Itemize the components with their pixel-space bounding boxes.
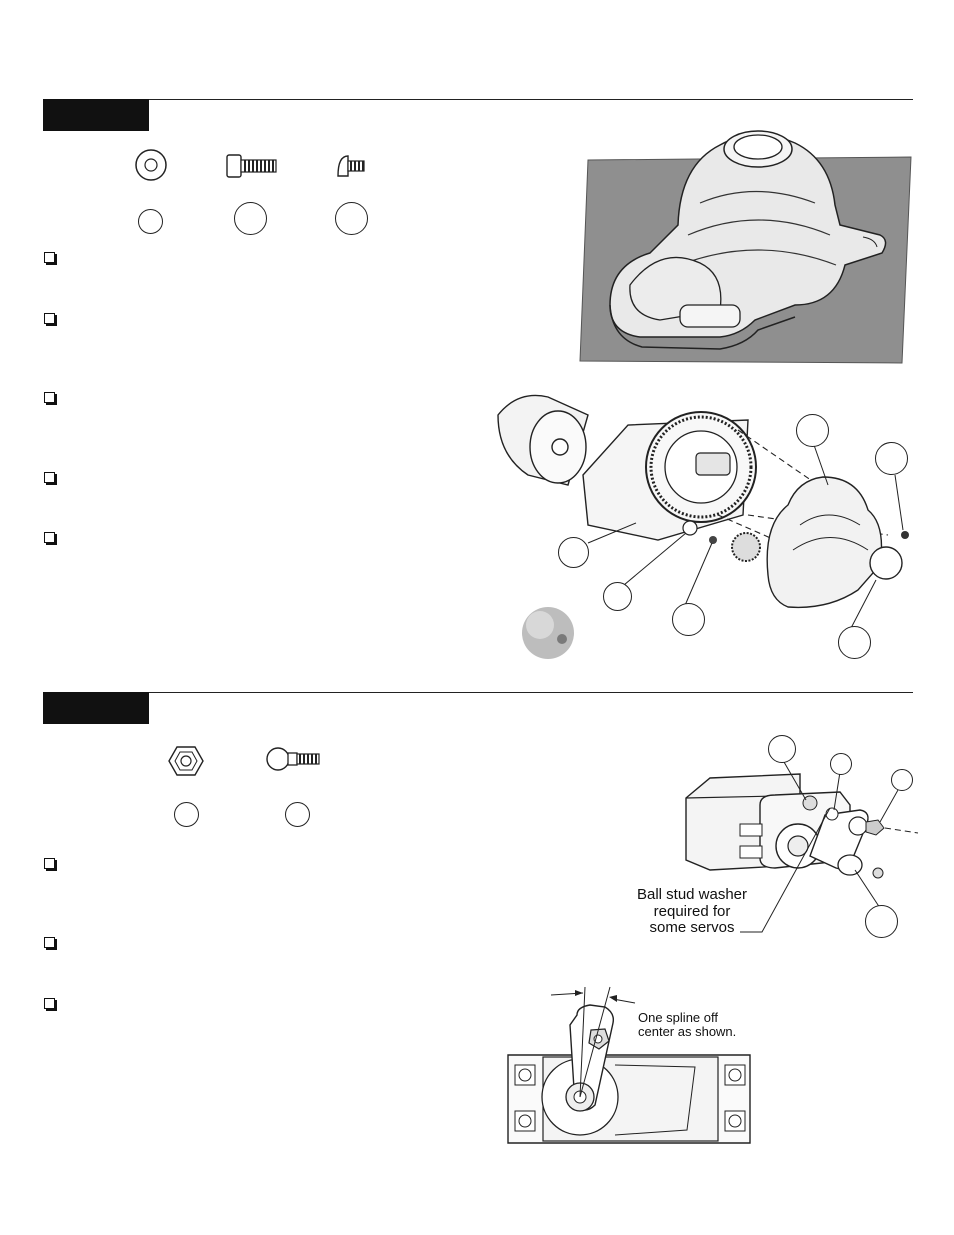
washer-note-line-3: some servos: [649, 919, 735, 936]
part-label-circle: [174, 802, 199, 827]
step-checkbox[interactable]: [44, 392, 55, 403]
figure-callout-circle: [672, 603, 705, 636]
step-checkbox[interactable]: [44, 313, 55, 324]
gear-cover-photo-icon: [579, 130, 912, 364]
part-label-circle: [234, 202, 267, 235]
spline-note: One spline off center as shown.: [638, 1010, 758, 1040]
figure-callout-circle: [796, 414, 829, 447]
part-label-circle: [138, 209, 163, 234]
servo-horn-alignment-icon: [507, 986, 751, 1144]
step-checkbox[interactable]: [44, 472, 55, 483]
washer-icon: [135, 149, 167, 181]
button-head-screw-icon: [337, 155, 365, 177]
washer-note-line-1: Ball stud washer: [636, 886, 748, 903]
motor-transmission-exploded-icon: [497, 394, 909, 659]
part-label-circle: [285, 802, 310, 827]
locknut-icon: [168, 746, 204, 776]
figure-callout-circle: [891, 769, 913, 791]
step-checkbox[interactable]: [44, 937, 55, 948]
figure-callout-circle: [558, 537, 589, 568]
spline-note-line-2: center as shown.: [638, 1024, 737, 1040]
section-divider-upper: [43, 99, 913, 100]
figure-callout-circle: [768, 735, 796, 763]
step-checkbox[interactable]: [44, 532, 55, 543]
step-header-tab-lower: [43, 692, 149, 724]
figure-callout-circle: [865, 905, 898, 938]
figure-callout-circle: [830, 753, 852, 775]
section-divider-lower: [43, 692, 913, 693]
part-label-circle: [335, 202, 368, 235]
step-checkbox[interactable]: [44, 252, 55, 263]
socket-head-screw-icon: [226, 154, 277, 178]
figure-callout-circle: [838, 626, 871, 659]
step-checkbox[interactable]: [44, 998, 55, 1009]
step-checkbox[interactable]: [44, 858, 55, 869]
figure-callout-circle: [875, 442, 908, 475]
figure-callout-circle: [603, 582, 632, 611]
step-header-tab-upper: [43, 99, 149, 131]
washer-note: Ball stud washer required for some servo…: [618, 886, 766, 937]
washer-note-line-2: required for: [653, 902, 731, 920]
spline-note-line-1: One spline off: [638, 1010, 718, 1025]
servo-assembly-icon: [685, 761, 919, 909]
ball-stud-icon: [266, 747, 320, 771]
